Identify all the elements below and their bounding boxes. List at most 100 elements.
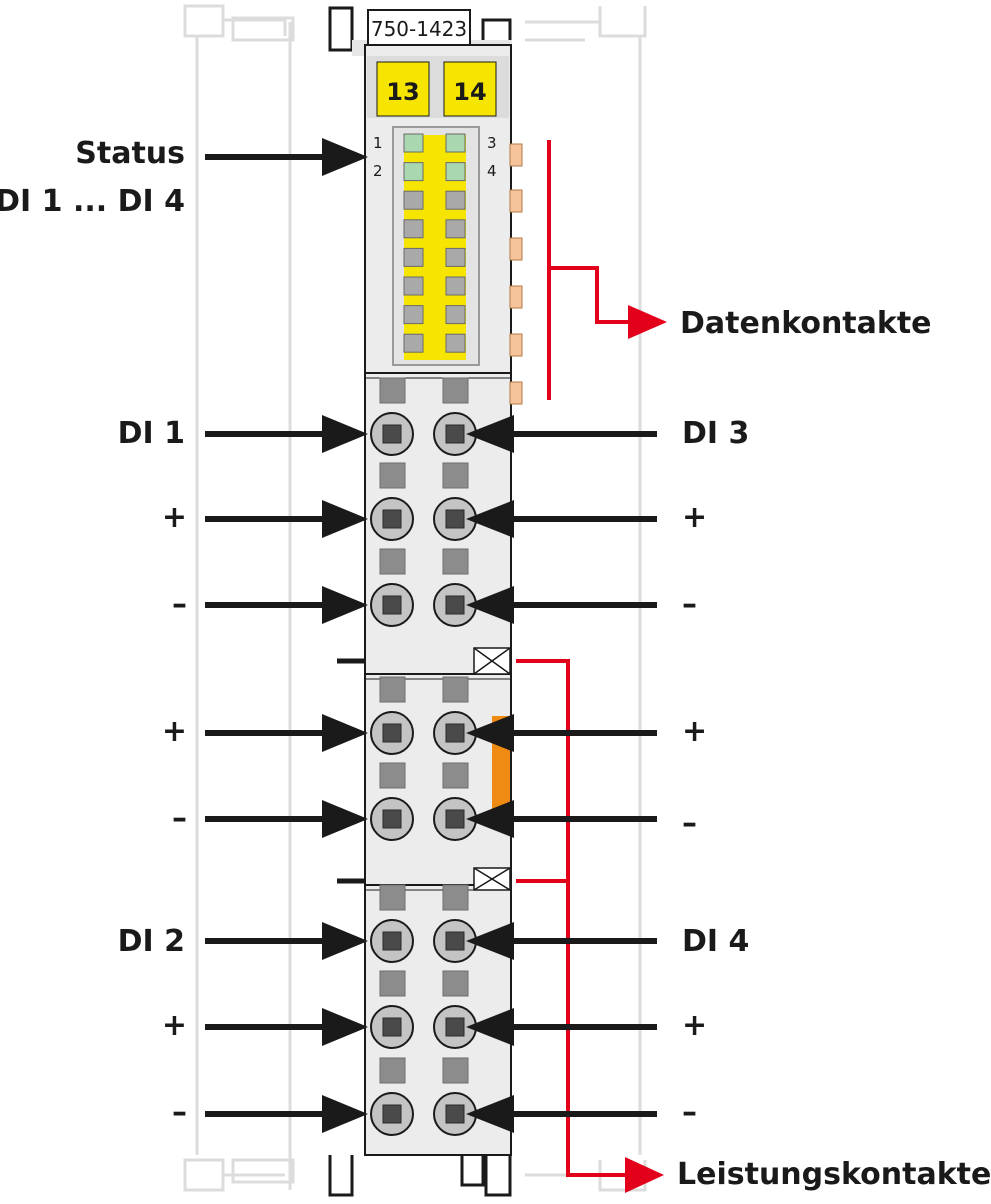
di1-label: DI 1 xyxy=(117,416,185,451)
wire-entry-hole xyxy=(382,595,402,615)
release-button xyxy=(379,377,406,404)
plus-label-right-3: + xyxy=(682,1008,708,1043)
status-led xyxy=(445,133,466,153)
wire-arrowhead-left xyxy=(322,922,368,960)
wire-entry-hole xyxy=(445,1017,465,1037)
status-arrowhead xyxy=(322,138,368,176)
minus-label-left-2: – xyxy=(172,801,187,836)
release-button xyxy=(379,676,406,703)
plus-label-right-2: + xyxy=(682,714,708,749)
release-button xyxy=(379,548,406,575)
led-placeholder xyxy=(445,247,466,267)
data-contact-tab xyxy=(509,285,523,309)
wire-entry-hole xyxy=(445,424,465,444)
wire-arrowhead-left xyxy=(322,1008,368,1046)
wire-entry-hole xyxy=(382,931,402,951)
release-button xyxy=(442,676,469,703)
release-button xyxy=(379,462,406,489)
wire-arrowhead-left xyxy=(322,586,368,624)
data-contacts-label: Datenkontakte xyxy=(680,306,932,341)
led-placeholder xyxy=(403,276,424,296)
di2-label: DI 2 xyxy=(117,924,185,959)
minus-label-right-2: – xyxy=(682,806,697,841)
power-jumper-notch xyxy=(473,647,511,891)
wire-arrowhead-right xyxy=(466,500,514,538)
power-contacts-label: Leistungskontakte xyxy=(677,1157,991,1192)
part-number-text: 750-1423 xyxy=(371,17,467,41)
status-label-line1: Status xyxy=(75,136,185,171)
wire-arrowhead-right xyxy=(466,1095,514,1133)
marker-13-text: 13 xyxy=(386,78,419,106)
wire-entry-hole xyxy=(445,595,465,615)
plus-label-left-3: + xyxy=(161,1008,187,1043)
minus-label-left-3: – xyxy=(172,1095,187,1130)
led-placeholder xyxy=(445,219,466,239)
release-button xyxy=(379,1057,406,1084)
wire-arrowhead-right xyxy=(466,415,514,453)
status-led xyxy=(403,162,424,182)
led-number-1: 1 xyxy=(373,134,383,152)
wire-arrowhead-right xyxy=(466,800,514,838)
marker-14-text: 14 xyxy=(453,78,486,106)
wire-entry-hole xyxy=(382,1104,402,1124)
wire-entry-hole xyxy=(382,424,402,444)
wire-entry-hole xyxy=(445,723,465,743)
led-placeholder xyxy=(403,219,424,239)
di3-label: DI 3 xyxy=(682,416,750,451)
led-placeholder xyxy=(403,333,424,353)
plus-label-right-1: + xyxy=(682,500,708,535)
led-placeholder xyxy=(403,305,424,325)
data-contact-tab xyxy=(509,237,523,261)
wire-entry-hole xyxy=(445,509,465,529)
wire-arrowhead-right xyxy=(466,586,514,624)
power-contacts-arrowhead xyxy=(625,1157,664,1193)
minus-label-right-1: – xyxy=(682,587,697,622)
release-button xyxy=(442,462,469,489)
wire-arrows xyxy=(205,138,657,1133)
wire-arrowhead-left xyxy=(322,500,368,538)
led-placeholder xyxy=(445,333,466,353)
data-contacts-arrowhead xyxy=(628,305,667,339)
wire-arrowhead-left xyxy=(322,800,368,838)
release-button xyxy=(379,884,406,911)
plus-label-left-2: + xyxy=(161,714,187,749)
minus-label-right-3: – xyxy=(682,1095,697,1130)
wire-entry-hole xyxy=(445,809,465,829)
status-led xyxy=(403,133,424,153)
release-button xyxy=(442,970,469,997)
wire-arrowhead-left xyxy=(322,1095,368,1133)
wire-entry-hole xyxy=(382,509,402,529)
wire-entry-hole xyxy=(382,723,402,743)
marker-13 xyxy=(376,61,430,117)
led-placeholder xyxy=(445,190,466,210)
power-contacts-arrow xyxy=(516,659,628,1177)
wire-entry-hole xyxy=(382,1017,402,1037)
plus-label-left-1: + xyxy=(161,500,187,535)
release-button xyxy=(442,884,469,911)
wire-arrowhead-right xyxy=(466,1008,514,1046)
di4-label: DI 4 xyxy=(682,924,750,959)
release-button xyxy=(379,970,406,997)
release-button xyxy=(442,548,469,575)
led-number-4: 4 xyxy=(487,162,497,180)
data-contacts-arrow xyxy=(547,140,630,400)
wire-entry-hole xyxy=(445,1104,465,1124)
wire-arrowhead-right xyxy=(466,714,514,752)
led-placeholder xyxy=(445,305,466,325)
led-placeholder xyxy=(403,190,424,210)
minus-label-left-1: – xyxy=(172,587,187,622)
led-array xyxy=(403,133,466,353)
status-label-line2: DI 1 ... DI 4 xyxy=(0,184,185,219)
wire-entry-hole xyxy=(445,931,465,951)
data-contact-tab xyxy=(509,333,523,357)
led-number-3: 3 xyxy=(487,134,497,152)
release-button xyxy=(442,762,469,789)
wire-entry-hole xyxy=(382,809,402,829)
wire-arrowhead-left xyxy=(322,415,368,453)
release-button xyxy=(442,1057,469,1084)
bottom-clip xyxy=(328,1155,512,1197)
release-button xyxy=(379,762,406,789)
wire-arrowhead-left xyxy=(322,714,368,752)
